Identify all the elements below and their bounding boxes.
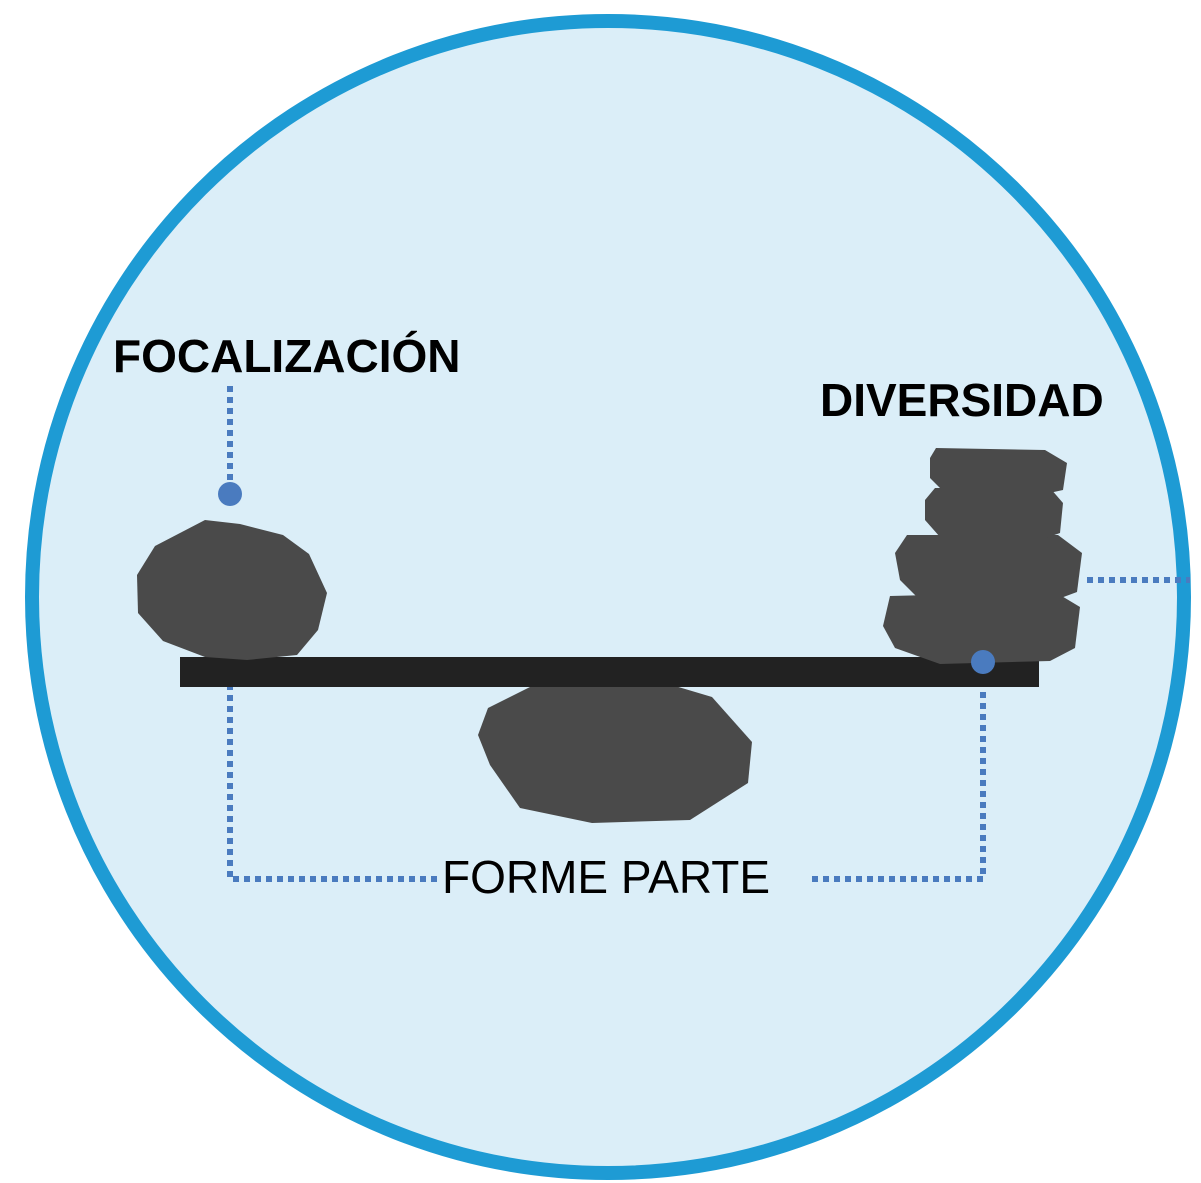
left-concept-label: FOCALIZACIÓN (113, 330, 461, 382)
bottom-right-connector (812, 668, 986, 882)
balance-beam (180, 657, 1039, 687)
left-marker-dot (218, 482, 242, 506)
bottom-left-connector (227, 662, 440, 882)
fulcrum-stone-icon (478, 682, 752, 823)
right-marker-dot (971, 650, 995, 674)
right-concept-label: DIVERSIDAD (820, 374, 1104, 426)
background-circle (25, 14, 1191, 1180)
bottom-connector-label: FORME PARTE (442, 851, 770, 903)
single-stone-icon (137, 520, 327, 660)
stacked-stones-icon (883, 448, 1082, 664)
